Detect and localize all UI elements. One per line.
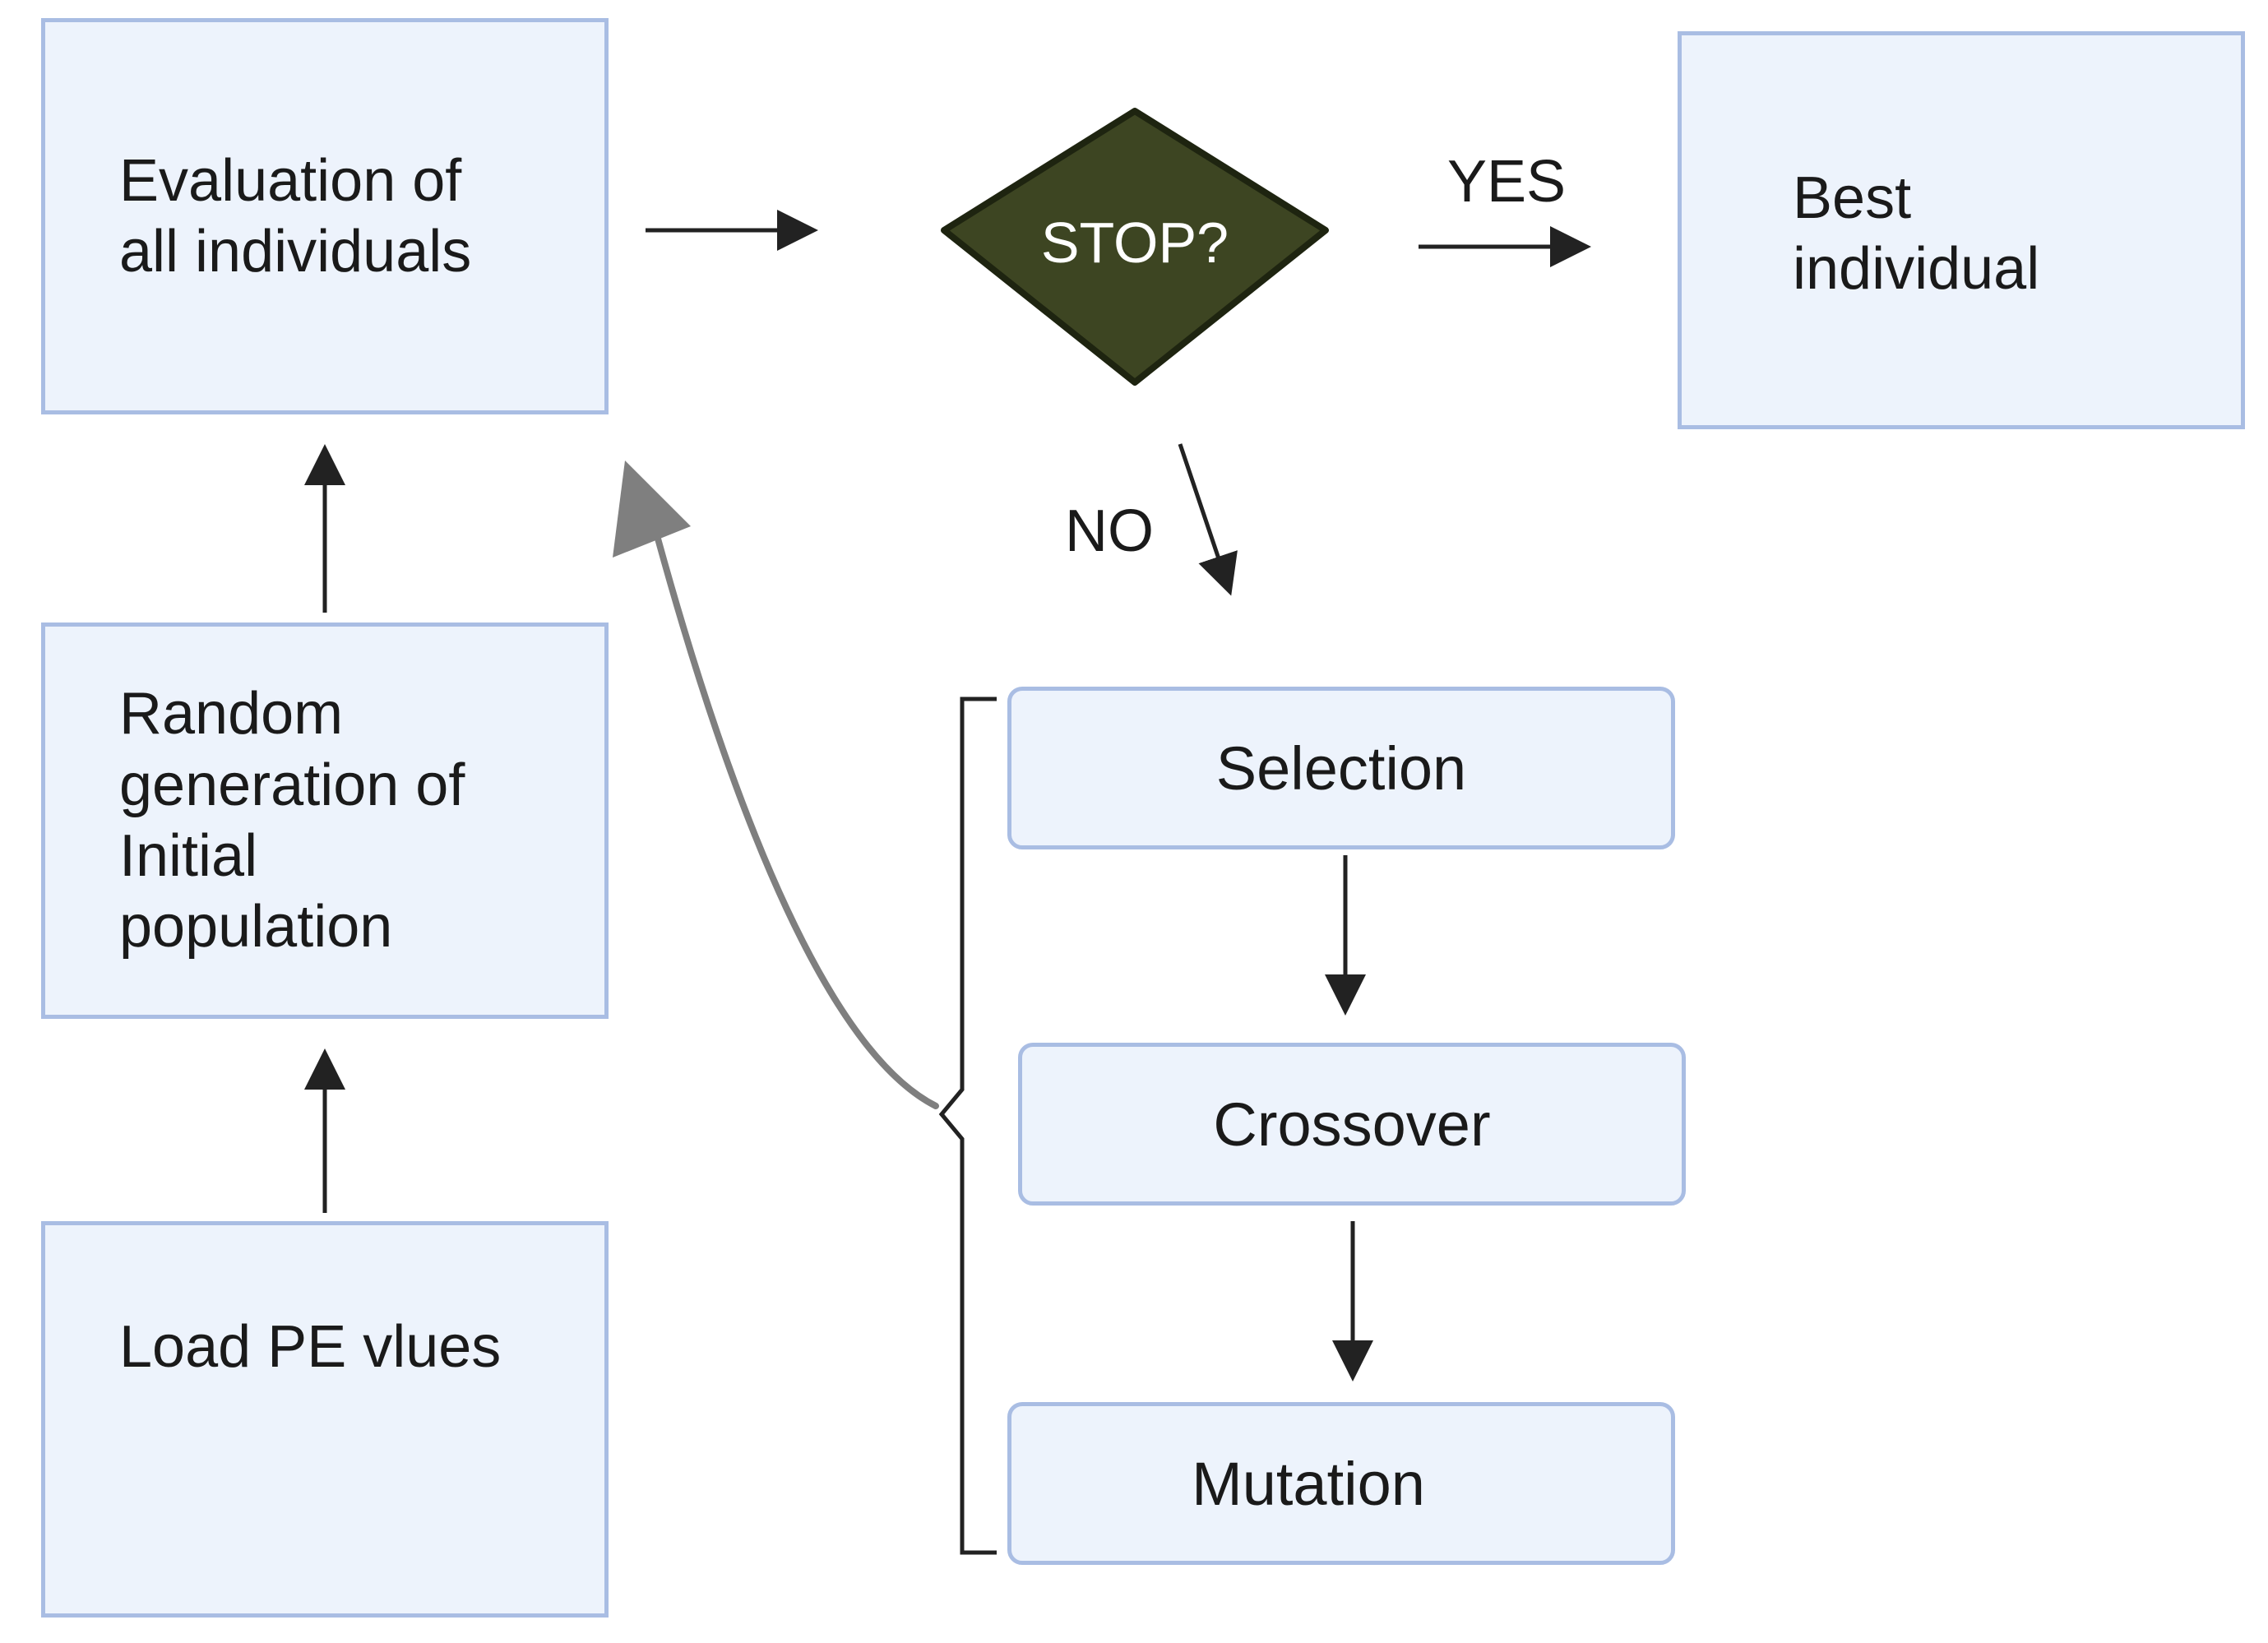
- loop-arrow-head: [613, 461, 691, 558]
- arrow-decision-to-operators: [1178, 443, 1238, 596]
- load-pe-node: Load PE vlues: [41, 1221, 609, 1618]
- best-individual-label: Best individual: [1793, 165, 2040, 303]
- load-pe-label: Load PE vlues: [119, 1314, 502, 1380]
- crossover-label: Crossover: [1213, 1090, 1491, 1159]
- best-individual-node: Best individual: [1678, 31, 2245, 429]
- evaluation-label: Evaluation of all individuals: [119, 147, 472, 285]
- random-generation-node: Random generation of Initial population: [41, 622, 609, 1019]
- mutation-node: Mutation: [1007, 1402, 1675, 1565]
- crossover-node: Crossover: [1018, 1043, 1686, 1206]
- yes-label: YES: [1447, 149, 1567, 215]
- operator-group-bracket: [938, 697, 997, 1555]
- selection-node: Selection: [1007, 687, 1675, 849]
- loop-arrow-shaft: [655, 535, 939, 1109]
- selection-label: Selection: [1215, 734, 1467, 803]
- no-label: NO: [1065, 498, 1154, 564]
- random-generation-label: Random generation of Initial population: [119, 681, 465, 960]
- evaluation-node: Evaluation of all individuals: [41, 18, 609, 414]
- decision-label: STOP?: [1040, 211, 1229, 275]
- decision-diamond: [941, 108, 1329, 386]
- mutation-label: Mutation: [1192, 1449, 1425, 1518]
